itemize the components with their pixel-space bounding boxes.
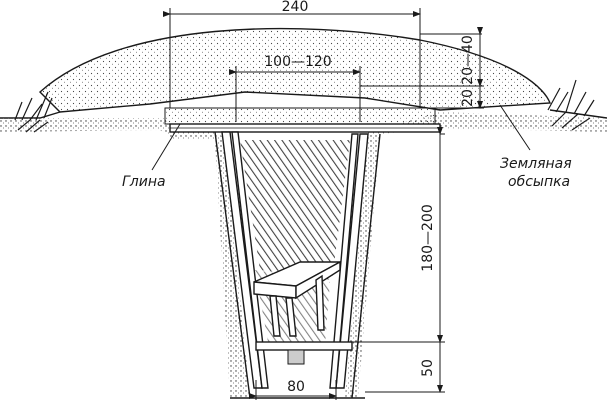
clay-layer — [164, 107, 436, 125]
leader-lines — [151, 104, 531, 171]
dimension-lines — [163, 8, 484, 400]
label-clay: Глина — [122, 174, 166, 190]
soil-left — [0, 118, 250, 398]
floor-board — [255, 341, 353, 351]
dim-slab-height: 20 — [460, 89, 476, 107]
dim-mound-height: 20—40 — [460, 35, 476, 85]
dim-roof-width: 100—120 — [264, 54, 331, 70]
interior-shadow — [240, 140, 350, 280]
dim-pit-depth: 180—200 — [420, 204, 436, 271]
dim-bottom-width: 80 — [287, 379, 305, 395]
label-earth-fill-line2: обсыпка — [508, 174, 570, 190]
label-earth-fill-line1: Земляная — [500, 156, 572, 172]
bench — [253, 260, 341, 337]
drain — [287, 349, 305, 365]
dim-overall-width: 240 — [282, 0, 309, 15]
wall-boards — [221, 131, 369, 389]
soil-right — [345, 112, 607, 398]
dim-bottom-height: 50 — [420, 359, 436, 377]
